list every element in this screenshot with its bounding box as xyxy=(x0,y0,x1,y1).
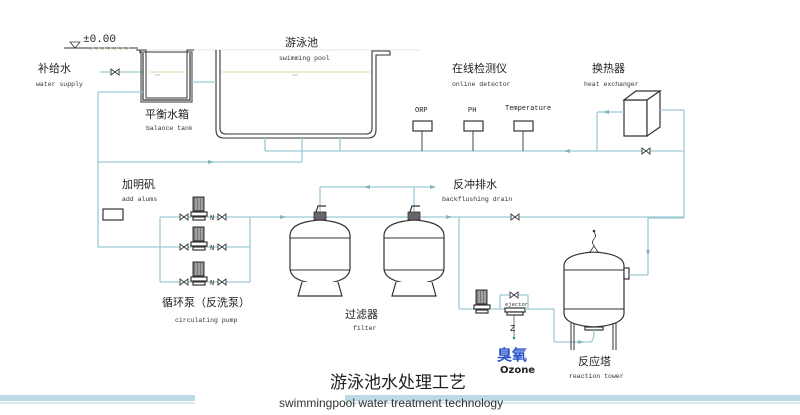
heat-exchanger-valve-icon[interactable] xyxy=(641,147,651,155)
sand-filter[interactable] xyxy=(383,205,445,297)
check-valve-symbol: N xyxy=(210,215,214,223)
swimming-pool xyxy=(215,50,391,139)
pump-outlet-valve-icon[interactable] xyxy=(217,243,227,251)
ozone-inlet-point xyxy=(512,336,516,340)
backflushing-drain-label-en: backflushing drain xyxy=(442,196,512,203)
sensor-temperature-label: Temperature xyxy=(505,105,551,113)
booster-pump[interactable] xyxy=(473,289,491,314)
ozone-label-cn: 臭氧 xyxy=(497,346,527,364)
outlet-valve-icon[interactable] xyxy=(510,213,520,221)
reaction-tower xyxy=(563,229,630,350)
sand-filter[interactable] xyxy=(289,205,351,297)
pump-inlet-valve-icon[interactable] xyxy=(179,243,189,251)
sensor-ph[interactable] xyxy=(463,120,484,132)
heat-exchanger-label-en: heat exchanger xyxy=(584,81,639,88)
water-supply-label-en: water supply xyxy=(36,81,83,88)
elevation-label: ±0.00 xyxy=(83,34,116,46)
swimming-pool-label-en: swimming pool xyxy=(279,55,330,62)
backflushing-drain-label-cn: 反冲排水 xyxy=(453,177,497,191)
water-supply-valve-icon[interactable] xyxy=(110,68,120,76)
circulating-pump[interactable]: N xyxy=(160,226,250,253)
elevation-marker: ±0.00 xyxy=(64,34,420,51)
pump-outlet-valve-icon[interactable] xyxy=(217,278,227,286)
check-valve-symbol: N xyxy=(210,245,214,253)
reaction-tower-label-en: reaction tower xyxy=(569,373,624,380)
circulating-pump-label-en: circulating pump xyxy=(175,317,238,324)
swimming-pool-label-cn: 游泳池 xyxy=(285,35,318,49)
balance-tank-label-en: balance tank xyxy=(146,125,193,132)
ejector-bypass-valve-icon[interactable] xyxy=(509,291,519,299)
circulating-pump[interactable]: N xyxy=(160,261,250,288)
circulating-pump[interactable]: N xyxy=(160,196,250,223)
ejector-label: ejector xyxy=(505,301,528,308)
reaction-tower-label-cn: 反应塔 xyxy=(578,354,611,368)
ozone-label-en: Ozone xyxy=(500,365,535,376)
circulating-pump-label-cn: 循环泵（反洗泵） xyxy=(162,296,250,309)
filter-label-en: filter xyxy=(353,325,377,332)
sensor-temperature[interactable] xyxy=(513,120,534,132)
add-alums-label-en: add alums xyxy=(122,196,157,203)
multiport-valve-icon[interactable] xyxy=(313,205,327,221)
alum-dosing-box[interactable] xyxy=(102,208,124,221)
multiport-valve-icon[interactable] xyxy=(407,205,421,221)
online-detector-label-en: online detector xyxy=(452,81,511,88)
pump-inlet-valve-icon[interactable] xyxy=(179,278,189,286)
add-alums-label-cn: 加明矾 xyxy=(122,178,155,191)
sensor-ph-label: PH xyxy=(468,107,476,115)
pump-outlet-valve-icon[interactable] xyxy=(217,213,227,221)
check-valve-symbol: N xyxy=(210,280,214,288)
sensor-orp[interactable] xyxy=(412,120,433,132)
sensor-orp-label: ORP xyxy=(415,107,428,115)
diagram-title-cn: 游泳池水处理工艺 xyxy=(330,373,466,393)
balance-tank-label-cn: 平衡水箱 xyxy=(145,107,189,121)
heat-exchanger-label-cn: 换热器 xyxy=(592,61,625,75)
title-banner xyxy=(0,392,800,410)
filter-label-cn: 过滤器 xyxy=(345,308,378,321)
balance-tank xyxy=(136,49,194,103)
water-supply-label-cn: 补给水 xyxy=(38,62,71,75)
check-valve-symbol: Z xyxy=(510,324,516,334)
online-detector-label-cn: 在线检测仪 xyxy=(452,61,507,75)
heat-exchanger xyxy=(622,89,662,138)
pump-inlet-valve-icon[interactable] xyxy=(179,213,189,221)
ejector[interactable] xyxy=(504,307,526,316)
diagram-title-en: swimmingpool water treatment technology xyxy=(279,396,503,410)
